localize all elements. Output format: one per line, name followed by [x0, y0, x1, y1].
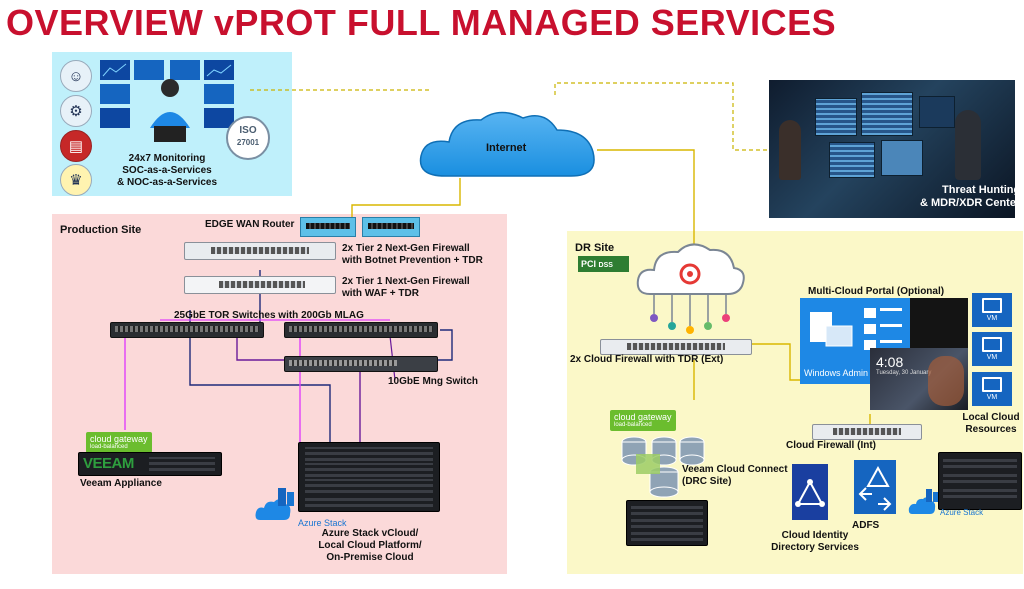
cloud-gateway-sub: load-balanced	[90, 444, 128, 450]
edge-wan-router-1	[300, 217, 356, 237]
pci-dss-badge: PCI DSS	[578, 256, 629, 272]
vm-tile-3-label: VM	[986, 394, 998, 401]
cloud-network-hub-icon	[636, 243, 745, 334]
windows-lockscreen-thumb: 4:08 Tuesday, 30 January	[870, 348, 968, 410]
dr-cloud-gateway-text: cloud gateway	[614, 412, 672, 422]
dr-azure-server-rack	[938, 452, 1022, 510]
dr-cloud-gateway-sub: load-balanced	[614, 422, 652, 428]
veeam-cc-line-1: Veeam Cloud Connect	[682, 464, 788, 475]
windows-admin-center-label: Windows Admin Center	[804, 368, 898, 378]
cloud-firewall-int-device	[812, 424, 922, 440]
vm-tile-2: VM	[972, 332, 1012, 366]
link-tor-mng	[236, 336, 361, 442]
veeam-cc-line-2: (DRC Site)	[682, 476, 732, 487]
tor-switch-1	[110, 322, 264, 338]
veeam-appliance-label: Veeam Appliance	[80, 478, 162, 489]
lockscreen-date: Tuesday, 30 January	[876, 370, 932, 376]
page-title: OVERVIEW vPROT FULL MANAGED SERVICES	[6, 2, 837, 43]
local-cloud-caption: Local Cloud Resources	[958, 412, 1024, 436]
link-internet-dr	[597, 149, 695, 262]
threat-center-photo	[769, 80, 1015, 218]
cloud-gateway-badge: cloud gateway load-balanced	[86, 432, 152, 453]
tier2-firewall-device	[184, 242, 336, 260]
mng-switch-device	[284, 356, 438, 372]
threat-line-1: Threat Hunting	[942, 184, 1021, 196]
internet-cloud-icon	[419, 111, 595, 177]
cloud-gateway-text: cloud gateway	[90, 434, 148, 444]
portal-dark-panel	[910, 298, 968, 348]
vm-tile-2-label: VM	[986, 354, 998, 361]
dr-site-title: DR Site	[575, 242, 615, 254]
tier1-firewall-line-2: with WAF + TDR	[342, 288, 419, 299]
dr-cloud-gateway-badge: cloud gateway load-balanced	[610, 410, 676, 431]
edge-wan-router-2	[362, 217, 420, 237]
people-icon: ☺	[60, 60, 92, 92]
azure-line-3: On-Premise Cloud	[326, 552, 414, 563]
monitoring-line-3: & NOC-as-a-Services	[116, 177, 218, 188]
mng-switch-label: 10GbE Mng Switch	[388, 376, 479, 387]
portal-label: Multi-Cloud Portal (Optional)	[808, 286, 945, 297]
gear-icon: ⚙	[60, 95, 92, 127]
iso-badge-number: 27001	[236, 138, 260, 147]
dr-azure-stack-logo-text: Azure Stack	[940, 508, 984, 517]
identity-directory-icon	[792, 464, 828, 520]
vm-tile-1-label: VM	[986, 315, 998, 322]
local-cloud-line-2: Resources	[965, 424, 1017, 435]
cloud-firewall-ext-device	[600, 339, 752, 355]
cloud-firewall-int-label: Cloud Firewall (Int)	[786, 440, 876, 451]
iso-badge-label: ISO	[239, 125, 257, 136]
tier2-firewall-line-2: with Botnet Prevention + TDR	[342, 255, 483, 266]
adfs-label: ADFS	[852, 520, 880, 531]
link-dr-portal	[752, 343, 800, 381]
cids-line-1: Cloud Identity	[781, 530, 849, 541]
identity-directory-caption: Cloud Identity Directory Services	[760, 530, 870, 554]
azure-line-2: Local Cloud Platform/	[318, 540, 422, 551]
threat-line-2: & MDR/XDR Center	[920, 197, 1021, 209]
tier2-firewall-caption: 2x Tier 2 Next-Gen Firewall with Botnet …	[342, 243, 483, 267]
azure-stack-caption: Azure Stack vCloud/ Local Cloud Platform…	[300, 528, 440, 564]
monitoring-line-1: 24x7 Monitoring	[128, 153, 206, 164]
production-site-title: Production Site	[60, 224, 142, 236]
pci-dss-text: DSS	[598, 262, 613, 269]
adfs-icon	[854, 460, 896, 514]
tor-switch-label: 25GbE TOR Switches with 200Gb MLAG	[174, 310, 364, 321]
tier1-firewall-device	[184, 276, 336, 294]
link-tor-mng-switch	[435, 329, 453, 361]
tier2-firewall-line-1: 2x Tier 2 Next-Gen Firewall	[342, 243, 470, 254]
edge-router-label: EDGE WAN Router	[205, 219, 295, 230]
dashed-link-threat-center	[554, 82, 770, 151]
link-tor-azure	[189, 310, 331, 442]
dr-veeam-server-rack	[626, 500, 708, 546]
internet-label: Internet	[486, 142, 527, 154]
vm-tile-1: VM	[972, 293, 1012, 327]
cloud-firewall-ext-label: 2x Cloud Firewall with TDR (Ext)	[570, 354, 724, 365]
veeam-cloud-connect-caption: Veeam Cloud Connect (DRC Site)	[682, 464, 788, 488]
chart-icon: ▤	[60, 130, 92, 162]
shield-crest-icon: ♛	[60, 164, 92, 196]
azure-line-1: Azure Stack vCloud/	[321, 528, 419, 539]
azure-stack-server-rack	[298, 442, 440, 512]
threat-center-caption: Threat Hunting & MDR/XDR Center	[920, 184, 1020, 210]
lockscreen-time: 4:08	[876, 354, 904, 370]
monitoring-caption: 24x7 Monitoring SOC-as-a-Services & NOC-…	[102, 153, 232, 189]
tier1-firewall-line-1: 2x Tier 1 Next-Gen Firewall	[342, 276, 470, 287]
cids-line-2: Directory Services	[771, 542, 859, 553]
link-internet-router	[351, 178, 461, 218]
pci-text: PCI	[581, 259, 597, 269]
vm-tile-3: VM	[972, 372, 1012, 406]
azure-stack-logo-text: Azure Stack	[298, 518, 347, 528]
database-cluster-icon	[621, 436, 705, 498]
dr-azure-stack-logo-icon	[908, 488, 942, 516]
veeam-appliance-device: VEEAM	[78, 452, 222, 476]
iso-badge: ISO 27001	[226, 116, 270, 160]
tor-switch-2	[284, 322, 438, 338]
veeam-logo: VEEAM	[83, 455, 134, 472]
tier1-firewall-caption: 2x Tier 1 Next-Gen Firewall with WAF + T…	[342, 276, 470, 300]
local-cloud-line-1: Local Cloud	[962, 412, 1020, 423]
monitoring-line-2: SOC-as-a-Services	[122, 165, 212, 176]
link-tor-veeam	[124, 335, 140, 430]
azure-stack-logo-icon	[254, 486, 302, 524]
soc-monitor-wall-illustration	[98, 58, 238, 144]
